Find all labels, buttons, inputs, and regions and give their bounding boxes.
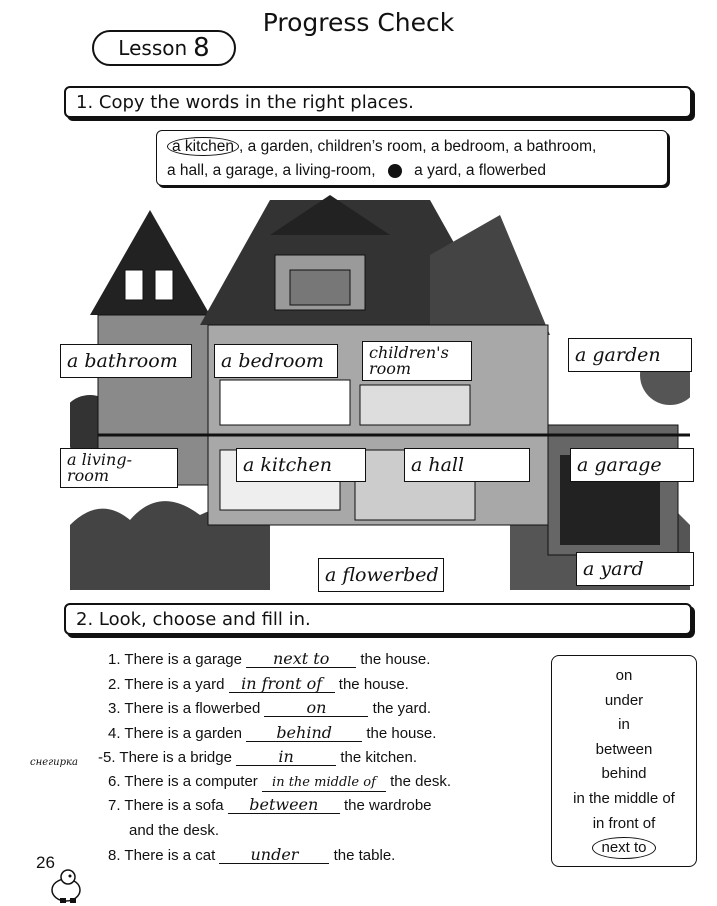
word-bank-line2: a hall, a garage, a living-room, — [167, 162, 376, 179]
sentence-text: 7. There is a sofa — [108, 797, 224, 814]
sentence-7: 7. There is a sofa between the wardrobe — [108, 797, 432, 814]
sentence-4: 4. There is a garden behind the house. — [108, 725, 436, 742]
sentence-text: 2. There is a yard — [108, 676, 225, 693]
sentence-2: 2. There is a yard in front of the house… — [108, 676, 409, 693]
sentence-text: 8. There is a cat — [108, 847, 216, 864]
word-bank-line1: , a garden, children’s room, a bedroom, … — [239, 138, 597, 155]
answer-blank: in the middle of — [261, 775, 386, 792]
sentence-8: 8. There is a cat under the table. — [108, 847, 395, 864]
option-item: in front of — [592, 814, 656, 832]
task1-heading: 1. Copy the words in the right places. — [64, 86, 692, 118]
sentence-text: 6. There is a computer — [108, 773, 258, 790]
word-bank-circled: a kitchen — [167, 137, 240, 156]
label-flowerbed: a flowerbed — [318, 558, 444, 592]
sentence-5: -5. There is a bridge in the kitchen. — [98, 749, 417, 766]
answer-blank: between — [227, 797, 340, 814]
label-garage: a garage — [570, 448, 694, 482]
answer-blank: under — [219, 847, 330, 864]
page-title: Progress Check — [262, 8, 455, 37]
option-item: in — [618, 716, 630, 734]
sentence-text: the house. — [338, 676, 409, 693]
label-childrens-room: children's room — [362, 341, 472, 381]
sentence-text: -5. There is a bridge — [98, 749, 232, 766]
option-item: in the middle of — [573, 789, 675, 807]
answer-blank: on — [264, 700, 369, 717]
sentence-1: 1. There is a garage next to the house. — [108, 651, 430, 668]
sentence-text: the house. — [360, 651, 431, 668]
word-bank: a kitchen, a garden, children’s room, a … — [156, 130, 668, 186]
option-item: behind — [601, 765, 647, 783]
lesson-label: Lesson — [118, 36, 188, 60]
sentence-7-line2: and the desk. — [129, 822, 220, 839]
label-hall: a hall — [404, 448, 530, 482]
mascot-icon — [51, 869, 81, 903]
page-number: 26 — [36, 853, 55, 872]
label-living-room: a living-room — [60, 448, 178, 488]
sentence-text: the wardrobe — [343, 797, 432, 814]
sentence-text: the table. — [333, 847, 396, 864]
sentence-text: the desk. — [390, 773, 452, 790]
answer-blank: in front of — [228, 676, 335, 693]
lesson-number: 8 — [193, 33, 210, 63]
sentence-6: 6. There is a computer in the middle of … — [108, 773, 451, 792]
label-bedroom: a bedroom — [214, 344, 338, 378]
answer-blank: next to — [246, 651, 357, 668]
task2-heading: 2. Look, choose and fill in. — [64, 603, 692, 635]
sentence-text: the house. — [366, 725, 437, 742]
sentence-text: the yard. — [372, 700, 432, 717]
label-garden: a garden — [568, 338, 692, 372]
option-item-circled: next to — [592, 837, 656, 860]
label-yard: a yard — [576, 552, 694, 586]
option-item: under — [604, 691, 644, 709]
options-box: on under in between behind in the middle… — [551, 655, 697, 867]
sentence-text: the kitchen. — [340, 749, 418, 766]
label-bathroom: a bathroom — [60, 344, 192, 378]
house-illustration — [70, 195, 690, 590]
label-kitchen: a kitchen — [236, 448, 366, 482]
sentence-3: 3. There is a flowerbed on the yard. — [108, 700, 431, 717]
margin-note: снегирка — [30, 757, 78, 768]
option-item: on — [615, 667, 633, 684]
sentence-text: 3. There is a flowerbed — [108, 700, 261, 717]
lesson-badge: Lesson 8 — [92, 30, 236, 66]
word-bank-line2-end: a yard, a flowerbed — [414, 162, 546, 179]
sentence-text: 4. There is a garden — [108, 725, 242, 742]
answer-blank: behind — [246, 725, 363, 742]
ink-blot-icon — [387, 163, 402, 178]
sentence-text: 1. There is a garage — [108, 651, 242, 668]
option-item: between — [595, 740, 653, 758]
answer-blank: in — [236, 749, 337, 766]
